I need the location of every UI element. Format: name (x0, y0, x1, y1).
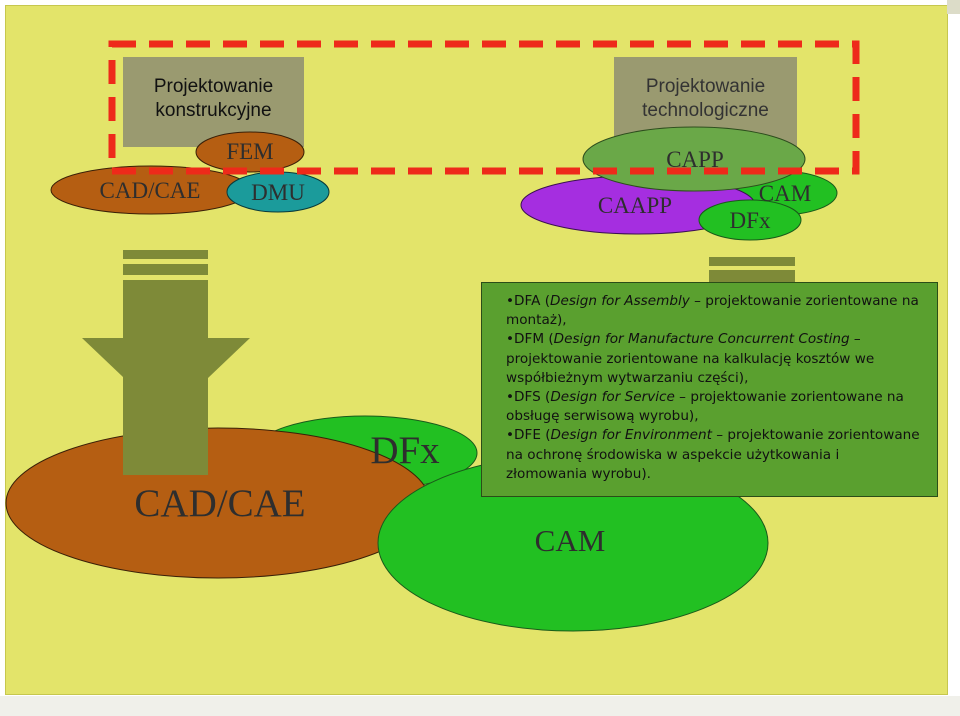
dfx-definitions-box: •DFA (Design for Assembly – projektowani… (481, 282, 938, 497)
design-label-constructional: Projektowanie konstrukcyjne (153, 76, 274, 121)
cad-cae-label: CAD/CAE (99, 178, 201, 203)
definition-dfa: •DFA (Design for Assembly – projektowani… (506, 293, 919, 329)
caapp-label: CAAPP (597, 193, 673, 218)
cam-label-top: CAM (758, 181, 812, 206)
bottom-cam-label: CAM (534, 523, 606, 558)
fem-label: FEM (226, 139, 274, 164)
dashed-highlight-frame (108, 40, 860, 175)
bottom-cad-cae-label: CAD/CAE (134, 482, 306, 525)
capp-label: CAPP (666, 147, 724, 172)
fem-ellipse (195, 131, 305, 173)
design-box-left (123, 57, 304, 147)
definition-dfm: •DFM (Design for Manufacture Concurrent … (506, 331, 875, 386)
dfx-label-top: DFx (729, 208, 771, 233)
window-corner (947, 0, 960, 14)
capp-ellipse (582, 126, 806, 192)
dmu-label: DMU (251, 180, 305, 205)
definition-dfe: •DFE (Design for Environment – projektow… (506, 427, 920, 482)
down-arrow (82, 250, 250, 475)
design-label-technological: Projektowanie technologiczne (642, 76, 769, 121)
right-arrow-stub (709, 257, 795, 282)
dfx-ellipse-top (698, 199, 802, 241)
definition-dfs: •DFS (Design for Service – projektowanie… (506, 389, 904, 425)
bottom-dfx-label: DFx (370, 429, 440, 472)
frame-bottom (0, 696, 960, 716)
